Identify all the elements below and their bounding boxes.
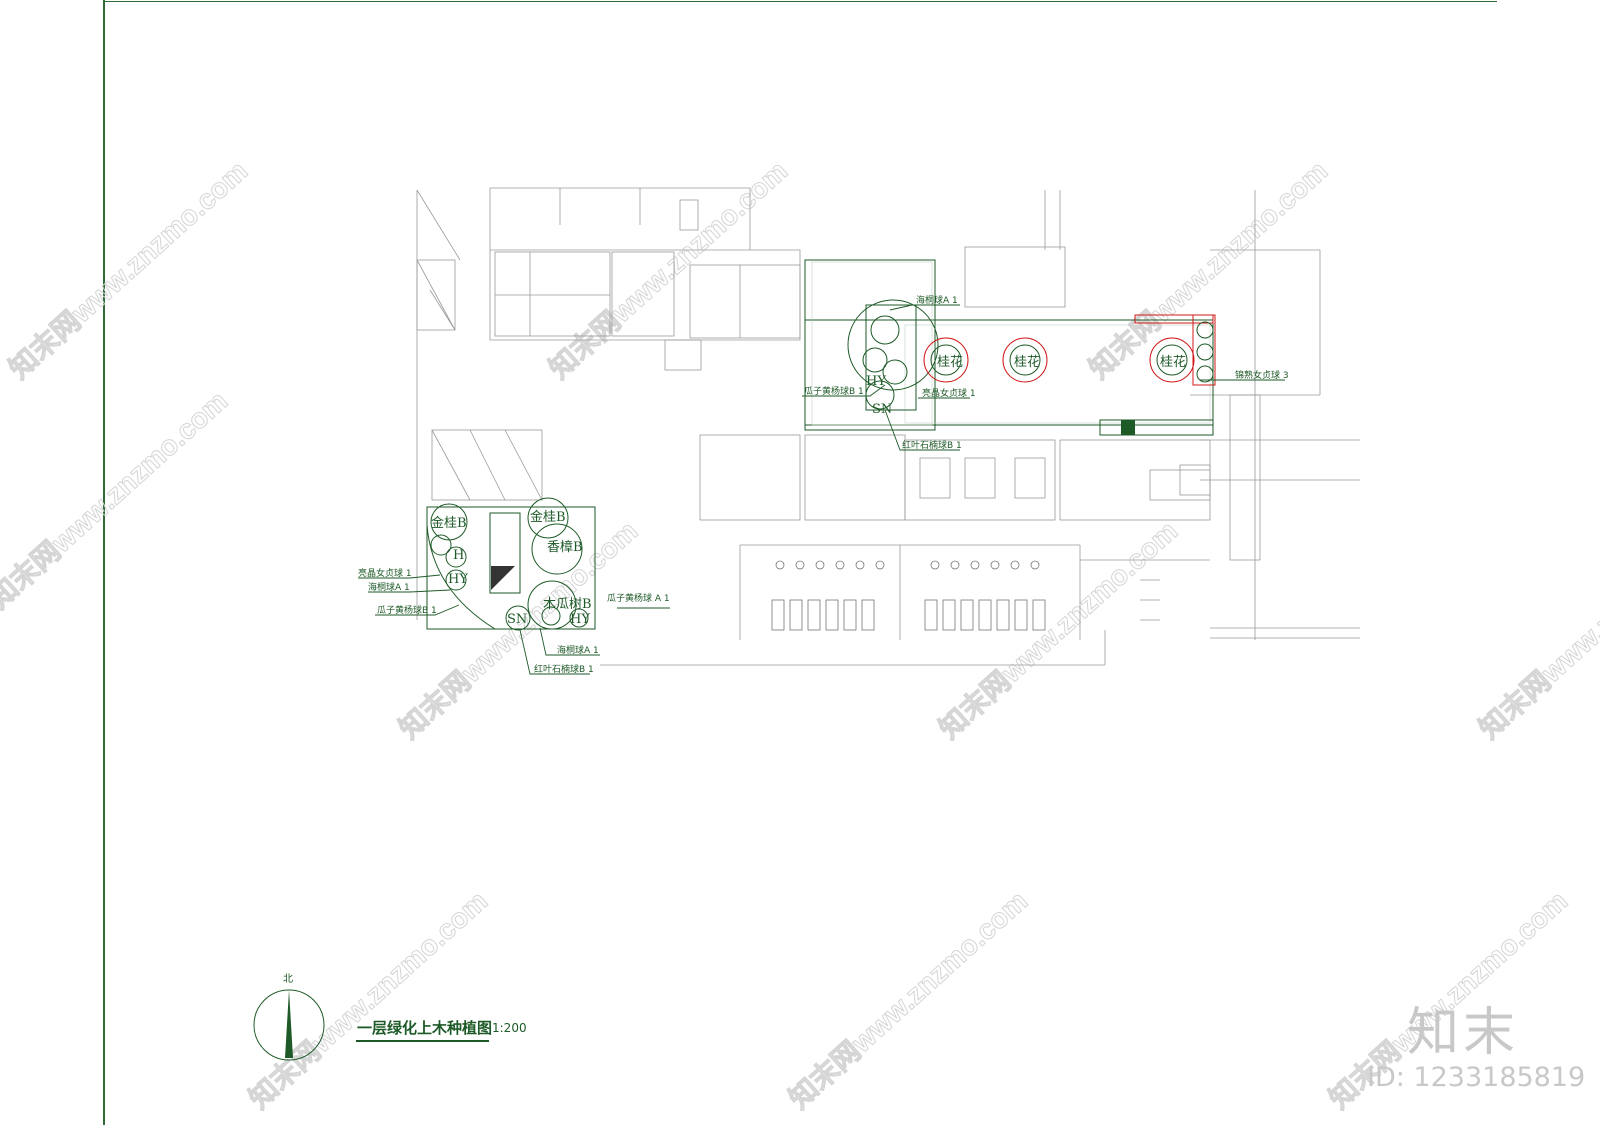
title-underline <box>356 1040 489 1042</box>
tree-label-hy: HY <box>866 374 886 389</box>
gym-equipment <box>771 560 1046 631</box>
tree-label-guihua: 桂花 <box>1160 354 1186 370</box>
plant-label: 瓜子黄杨球 A 1 <box>607 592 670 604</box>
tree-label-hy: HY <box>570 612 590 627</box>
plant-label: 海桐球A 1 <box>557 644 599 656</box>
drawing-title: 一层绿化上木种植图 <box>357 1019 493 1037</box>
plant-label: 红叶石楠球B 1 <box>534 663 594 675</box>
drawing-scale: 1:200 <box>492 1021 527 1035</box>
tree-label-jingui: 金桂B <box>530 509 566 525</box>
plant-label: 锦熟女贞球 3 <box>1235 369 1289 381</box>
watermark: 知末网www.znzmo.com <box>1083 154 1334 384</box>
plant-labels-top: 海桐球A 1 瓜子黄杨球B 1 亮晶女贞球 1 红叶石楠球B 1 锦熟女贞球 3 <box>804 294 1289 451</box>
tree-label-guihua: 桂花 <box>937 354 963 370</box>
tree-label-sn: SN <box>507 612 527 627</box>
top-planting <box>847 299 1214 411</box>
plant-label: 红叶石楠球B 1 <box>902 439 962 451</box>
plant-label: 海桐球A 1 <box>916 294 958 306</box>
plant-label: 海桐球A 1 <box>368 581 410 593</box>
plant-label: 亮晶女贞球 1 <box>922 387 976 399</box>
brand-watermark: 知末 <box>1407 1003 1520 1063</box>
drawing-frame-top <box>103 1 1497 2</box>
tree-label-mugua: 木瓜树B <box>543 597 592 612</box>
plant-label: 瓜子黄杨球B 1 <box>377 604 437 616</box>
drawing-frame-left <box>103 0 105 1125</box>
north-arrow <box>253 989 325 1061</box>
watermark: 知末网www.znzmo.com <box>543 154 794 384</box>
leader-lines <box>358 304 1285 675</box>
plant-label: 亮晶女贞球 1 <box>358 567 412 579</box>
left-planting <box>426 497 596 631</box>
watermark: 知末网www.znzmo.com <box>243 884 494 1114</box>
watermark: 知末网www.znzmo.com <box>1473 514 1600 744</box>
north-label: 北 <box>283 974 293 985</box>
image-id: ID: 1233185819 <box>1367 1062 1586 1093</box>
plant-label: 瓜子黄杨球B 1 <box>804 385 864 397</box>
tree-label-guihua: 桂花 <box>1014 354 1040 370</box>
tree-label-sn: SN <box>872 402 892 417</box>
watermark: 知末网www.znzmo.com <box>0 384 233 614</box>
tree-symbol-labels: 金桂B 金桂B 香樟B 木瓜树B 桂花 桂花 桂花 H HY SN HY HY … <box>431 354 1186 627</box>
tree-label-jingui: 金桂B <box>431 515 467 531</box>
tree-label-hy: HY <box>448 572 468 587</box>
plant-labels-left: 亮晶女贞球 1 海桐球A 1 瓜子黄杨球B 1 瓜子黄杨球 A 1 海桐球A 1… <box>358 567 670 675</box>
watermark: 知末网www.znzmo.com <box>933 514 1184 744</box>
building-plan <box>416 187 1360 666</box>
tree-label-h: H <box>453 548 464 563</box>
watermark: 知末网www.znzmo.com <box>783 884 1034 1114</box>
tree-label-xiangzhang: 香樟B <box>547 540 583 555</box>
watermark: 知末网www.znzmo.com <box>3 154 254 384</box>
